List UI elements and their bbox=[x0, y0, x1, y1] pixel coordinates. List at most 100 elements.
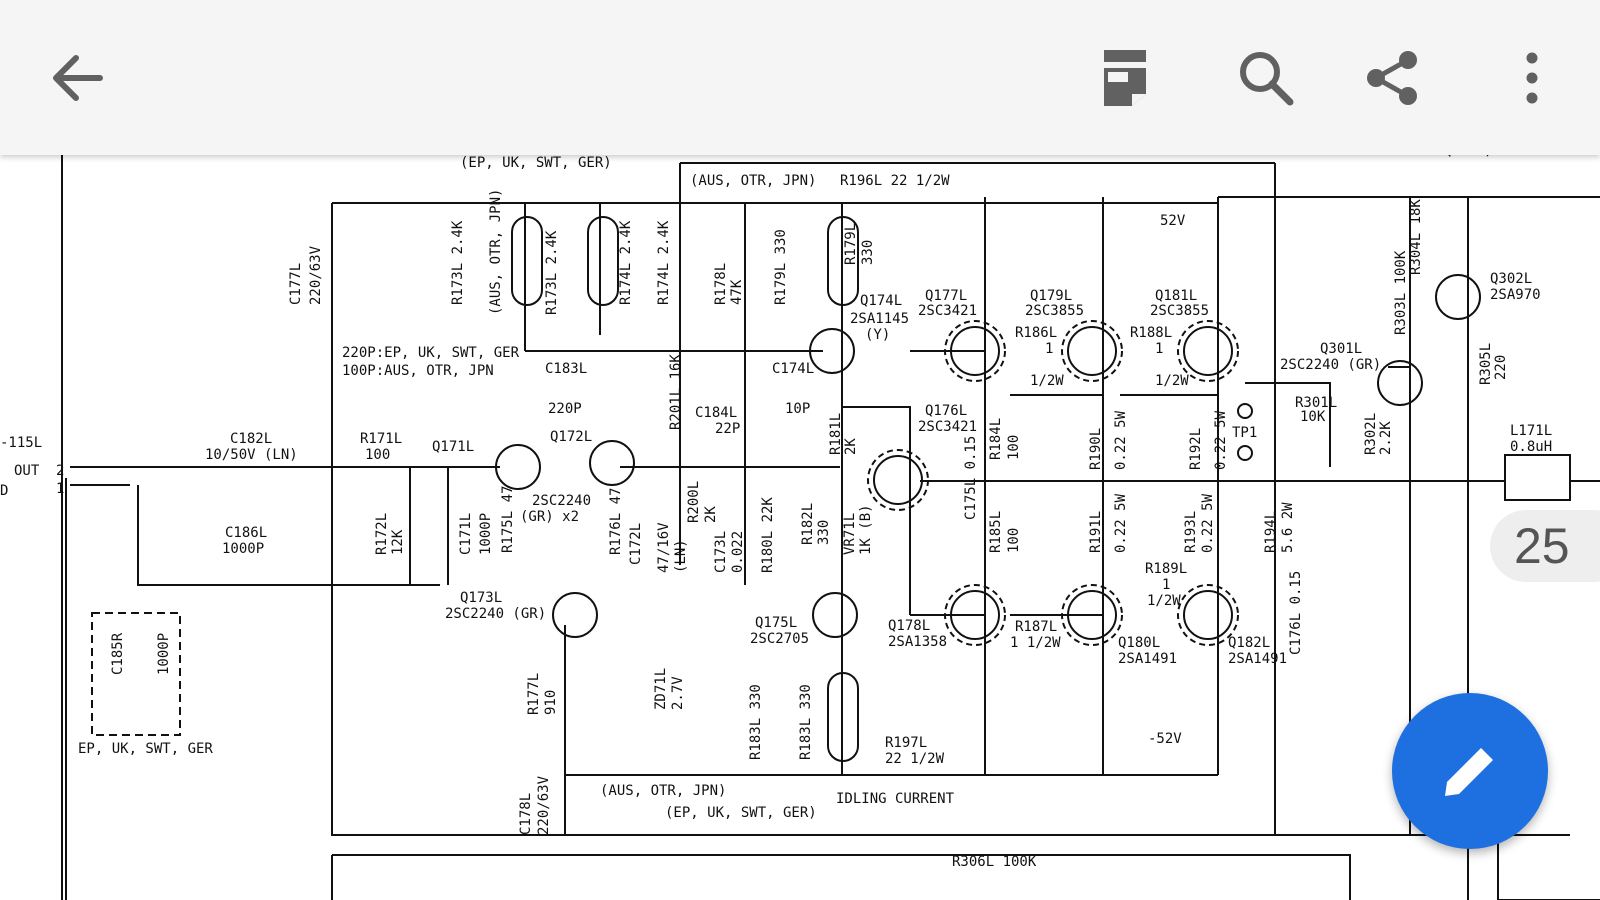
schematic-label: 220/63V bbox=[536, 775, 552, 835]
schematic-label: R190L bbox=[1088, 428, 1104, 470]
schematic-label: R194L bbox=[1263, 511, 1279, 553]
schematic-label: 220P:EP, UK, SWT, GER bbox=[342, 345, 520, 361]
schematic-label: C173L bbox=[713, 531, 729, 573]
schematic-label: 2SA1358 bbox=[888, 634, 947, 650]
more-options-button[interactable] bbox=[1496, 42, 1568, 114]
schematic-label: 2.2K bbox=[1378, 421, 1394, 455]
schematic-label: R196L 22 1/2W bbox=[840, 173, 950, 189]
schematic-label: 330 bbox=[816, 520, 832, 545]
schematic-label: R188L bbox=[1130, 325, 1172, 341]
schematic-label: R302L bbox=[1363, 413, 1379, 455]
schematic-label: 1 bbox=[1155, 341, 1163, 357]
schematic-label: 0.22 5W bbox=[1113, 493, 1129, 553]
search-button[interactable] bbox=[1230, 42, 1302, 114]
schematic-label: R171L bbox=[360, 431, 402, 447]
schematic-label: R305L bbox=[1478, 343, 1494, 385]
schematic-label: C182L bbox=[230, 431, 272, 447]
schematic-label: Q172L bbox=[550, 429, 592, 445]
schematic-label: R178L bbox=[713, 263, 729, 305]
schematic-label: 220/63V bbox=[308, 245, 324, 305]
schematic-label: (EP, UK, SWT, GER) bbox=[665, 805, 817, 821]
schematic-label: R172L bbox=[374, 513, 390, 555]
schematic-label: IDLING CURRENT bbox=[836, 791, 955, 807]
schematic-label: C171L bbox=[458, 513, 474, 555]
schematic-label: (AUS, OTR, JPN) bbox=[488, 189, 504, 315]
schematic-label: 2SC3855 bbox=[1025, 303, 1084, 319]
edit-pencil-icon bbox=[1445, 742, 1499, 796]
schematic-label: 0.22 5W bbox=[1200, 493, 1216, 553]
schematic-label: 2SC2705 bbox=[750, 631, 809, 647]
schematic-label: R173L 2.4K bbox=[544, 230, 560, 315]
schematic-label: 100 bbox=[365, 447, 390, 463]
schematic-label: R181L bbox=[828, 413, 844, 455]
schematic-label: 10P bbox=[785, 401, 810, 417]
schematic-label: R180L 22K bbox=[760, 497, 776, 573]
schematic-label: Q179L bbox=[1030, 288, 1072, 304]
schematic-label: 12K bbox=[390, 529, 406, 555]
schematic-label: 5.6 2W bbox=[1280, 502, 1296, 553]
schematic-label: 2SC2240 (GR) bbox=[445, 606, 546, 622]
schematic-label: Q301L bbox=[1320, 341, 1362, 357]
schematic-label: (AUS, OTR, JPN) bbox=[600, 783, 726, 799]
schematic-label: 0.022 bbox=[730, 531, 746, 573]
schematic-label: 220 bbox=[1493, 355, 1509, 380]
schematic-label: C172L bbox=[628, 523, 644, 565]
schematic-label: Q175L bbox=[755, 615, 797, 631]
schematic-label: 1/2W bbox=[1155, 373, 1189, 389]
schematic-label: and Q182L/R are mounted bbox=[1410, 155, 1600, 159]
schematic-label: 52V bbox=[1160, 213, 1186, 229]
schematic-label: (EP, UK, SWT, GER) bbox=[460, 155, 612, 171]
schematic-label: R173L 2.4K bbox=[450, 220, 466, 305]
schematic-label: R301L bbox=[1295, 395, 1337, 411]
schematic-label: 2SC3421 bbox=[918, 419, 977, 435]
schematic-label: 2SC2240 (GR) bbox=[1280, 357, 1381, 373]
schematic-label: R187L bbox=[1015, 619, 1057, 635]
schematic-label: C174L bbox=[772, 361, 814, 377]
schematic-label: 2 bbox=[56, 463, 64, 479]
schematic-label: Q176L bbox=[925, 403, 967, 419]
search-icon bbox=[1240, 52, 1294, 106]
schematic-label: 22P bbox=[715, 421, 740, 437]
schematic-label: 1/2W bbox=[1147, 593, 1181, 609]
schematic-label: C184L bbox=[695, 405, 737, 421]
schematic-label: 2SC2240 bbox=[532, 493, 591, 509]
bookmark-layout-icon bbox=[1104, 50, 1146, 106]
share-button[interactable] bbox=[1356, 42, 1428, 114]
schematic-label: 47K bbox=[729, 279, 745, 305]
schematic-label: 2SA1145 bbox=[850, 311, 909, 327]
schematic-label: R201L 16K bbox=[668, 354, 684, 430]
schematic-label: R185L bbox=[988, 511, 1004, 553]
schematic-label: R303L 100K bbox=[1393, 250, 1409, 335]
schematic-label: Q302L bbox=[1490, 271, 1532, 287]
layout-button[interactable] bbox=[1090, 42, 1162, 114]
document-view[interactable]: (EP, UK, SWT, GER) (AUS, OTR, JPN) R196L 2… bbox=[0, 155, 1600, 900]
schematic-label: C185R bbox=[110, 632, 126, 675]
schematic-label: 2SA970 bbox=[1490, 287, 1541, 303]
schematic-label: R183L 330 bbox=[748, 684, 764, 760]
schematic-label: 1K (B) bbox=[858, 504, 874, 555]
schematic-label: 100 bbox=[1006, 528, 1022, 553]
schematic-label: 2K bbox=[843, 438, 859, 455]
schematic-label: R177L bbox=[526, 673, 542, 715]
schematic-label: (GR) x2 bbox=[520, 509, 579, 525]
schematic-label: 2K bbox=[703, 506, 719, 523]
schematic-label: C177L bbox=[288, 263, 304, 305]
back-button[interactable] bbox=[42, 42, 114, 114]
edit-fab-button[interactable] bbox=[1392, 693, 1548, 849]
schematic-label: 100P:AUS, OTR, JPN bbox=[342, 363, 494, 379]
schematic-label: R193L bbox=[1183, 511, 1199, 553]
schematic-label: R186L bbox=[1015, 325, 1057, 341]
schematic-label: 2.7V bbox=[670, 676, 686, 710]
schematic-label: R175L 47 bbox=[500, 486, 516, 553]
schematic-label: Q180L bbox=[1118, 635, 1160, 651]
schematic-label: ZD71L bbox=[653, 668, 669, 710]
schematic-label: 22 1/2W bbox=[885, 751, 945, 767]
schematic-label: 0.8uH bbox=[1510, 439, 1552, 455]
schematic-label: Q174L bbox=[860, 293, 902, 309]
schematic-label: 1 bbox=[56, 481, 64, 497]
schematic-label: 1000P bbox=[478, 513, 494, 555]
schematic-label: -52V bbox=[1148, 731, 1182, 747]
schematic-label: Q177L bbox=[925, 288, 967, 304]
schematic-label: R176L 47 bbox=[608, 488, 624, 555]
schematic-label: R179L 330 bbox=[773, 229, 789, 305]
